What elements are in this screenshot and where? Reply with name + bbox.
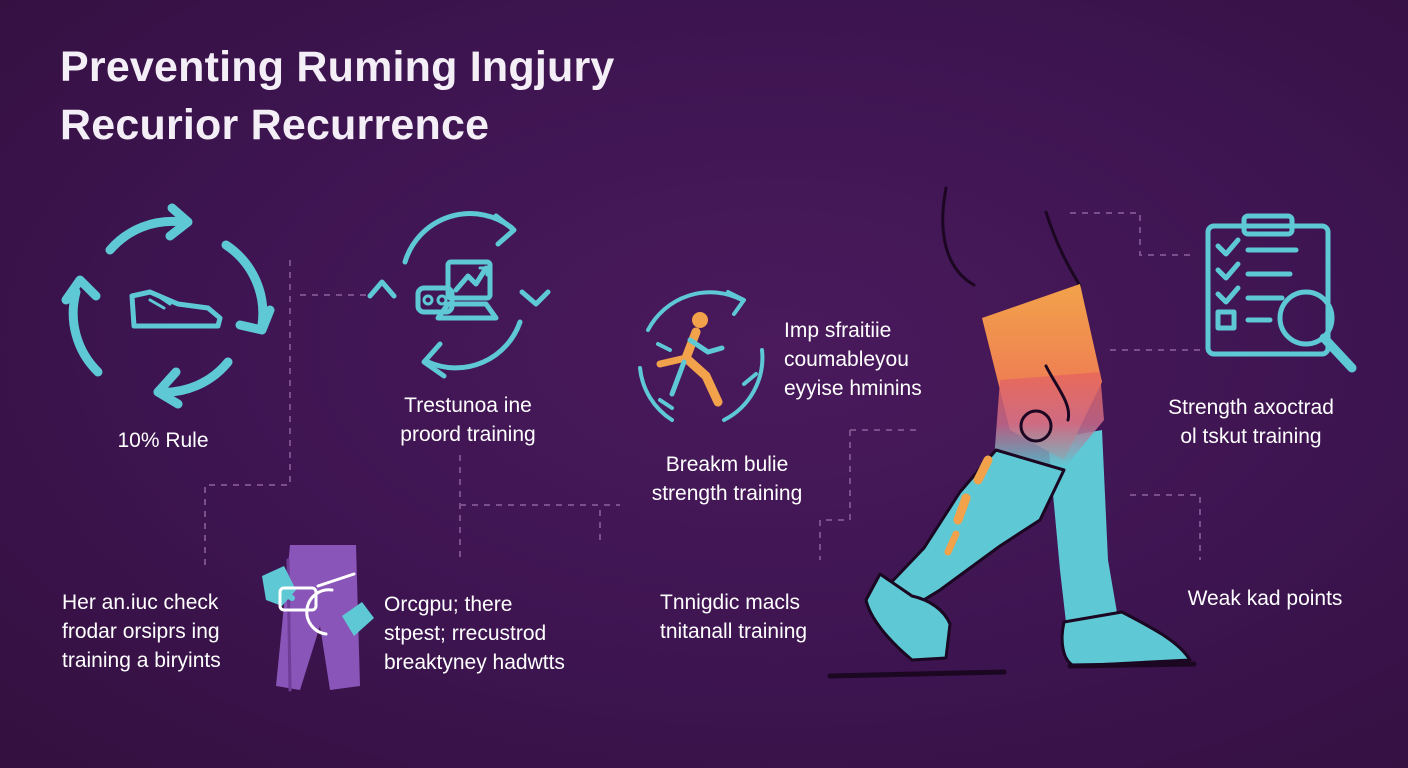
label-line: eyyise hminins — [784, 377, 922, 400]
label-line: frodar orsiprs ing — [62, 620, 220, 643]
label-line: stpest; rrecustrod — [384, 622, 547, 645]
label-breakthrough: Orcgpu; there stpest; rrecustrod breakty… — [384, 590, 565, 677]
page-title: Preventing Ruming Ingjury Recurior Recur… — [60, 38, 615, 154]
label-imbalance: Imp sfraitiie coumableyou eyyise hminins — [784, 316, 922, 403]
label-progressive-training: Trestunoa ine proord training — [370, 391, 566, 449]
progress-monitor-icon — [367, 211, 551, 379]
cycle-shoe-icon — [61, 203, 275, 409]
label-10-percent-rule: 10% Rule — [98, 426, 228, 455]
label-hip-check: Her an.iuc check frodar orsiprs ing trai… — [62, 588, 221, 675]
label-line: Trestunoa ine — [404, 394, 532, 417]
label-line: ol tskut training — [1180, 425, 1322, 448]
label-line: tnitanall training — [660, 620, 808, 643]
label-line: training a biryints — [62, 649, 221, 672]
label-line: strength training — [651, 482, 803, 505]
dashed-connectors — [204, 212, 1201, 570]
label-muscles-training: Tnnigdic macls tnitanall training — [660, 588, 807, 646]
runner-cycle-icon — [638, 290, 765, 422]
title-line-1: Preventing Ruming Ingjury — [60, 43, 615, 91]
leg-injury-illustration — [827, 186, 1197, 679]
label-line: breaktyney hadwtts — [384, 651, 565, 674]
label-line: proord training — [400, 423, 536, 446]
label-line: coumableyou — [784, 348, 909, 371]
label-line: Strength axoctrad — [1168, 396, 1334, 419]
label-line: Tnnigdic macls — [660, 591, 801, 614]
label-line: Breakm bulie — [665, 453, 789, 476]
label-line: Weak kad points — [1187, 587, 1343, 610]
label-line: 10% Rule — [117, 429, 209, 452]
label-line: Orcgpu; there — [384, 593, 513, 616]
label-weak-points: Weak kad points — [1160, 584, 1370, 613]
label-line: Her an.iuc check — [62, 591, 219, 614]
title-line-2: Recurior Recurrence — [60, 101, 490, 149]
label-strength-training-mid: Breakm bulie strength training — [622, 450, 832, 508]
label-strength-training-right: Strength axoctrad ol tskut training — [1146, 393, 1356, 451]
clipboard-search-icon — [1205, 213, 1357, 373]
hip-brace-icon — [262, 545, 374, 692]
label-line: Imp sfraitiie — [784, 319, 892, 342]
